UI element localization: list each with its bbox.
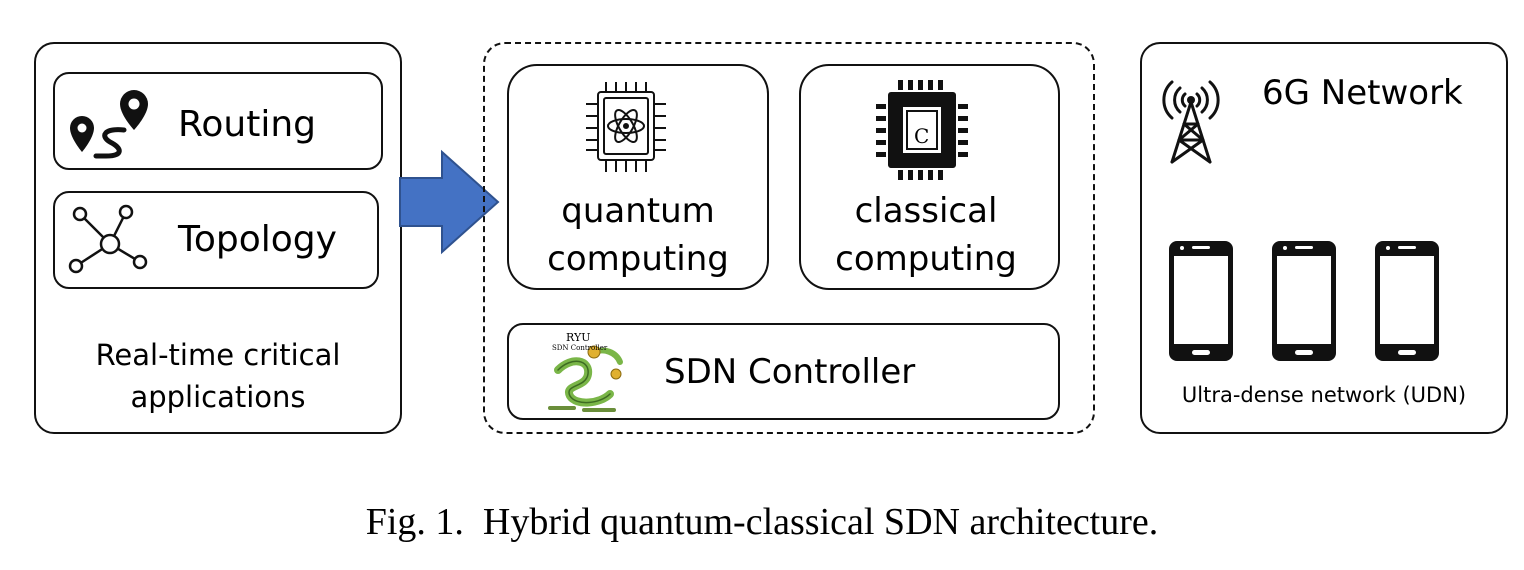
ryu-dragon-logo xyxy=(548,345,623,412)
realtime-caption-line2: applications xyxy=(130,380,306,414)
sdn-controller-label: SDN Controller xyxy=(664,352,916,392)
classical-chip-icon xyxy=(876,80,968,180)
quantum-label-line2: computing xyxy=(547,239,729,279)
udn-label: Ultra-dense network (UDN) xyxy=(1181,383,1467,407)
quantum-label-line1: quantum xyxy=(561,191,715,231)
sdn-architecture-panel xyxy=(483,42,1095,434)
smartphone-icon-2 xyxy=(1272,241,1336,361)
smartphone-icon-3 xyxy=(1375,241,1439,361)
6g-network-title: 6G Network xyxy=(1262,73,1463,113)
quantum-chip-icon xyxy=(586,82,666,172)
classical-label-line1: classical xyxy=(854,191,998,231)
chip-letter: C xyxy=(914,124,930,148)
quantum-computing-box xyxy=(507,64,769,290)
cell-tower-icon xyxy=(1162,80,1220,164)
topology-label: Topology xyxy=(178,219,337,260)
6g-network-panel xyxy=(1140,42,1508,434)
ryu-logo-subtext: SDN Controller xyxy=(552,344,608,352)
smartphone-icon-1 xyxy=(1169,241,1233,361)
figure-caption: Fig. 1. Hybrid quantum-classical SDN arc… xyxy=(365,501,1159,543)
routing-label: Routing xyxy=(178,104,317,145)
classical-label-line2: computing xyxy=(835,239,1017,279)
routing-icon xyxy=(70,90,148,159)
realtime-caption-line1: Real-time critical xyxy=(95,338,341,372)
topology-icon xyxy=(68,204,148,274)
flow-arrow xyxy=(399,149,500,255)
ryu-logo-text: RYU xyxy=(566,331,591,344)
